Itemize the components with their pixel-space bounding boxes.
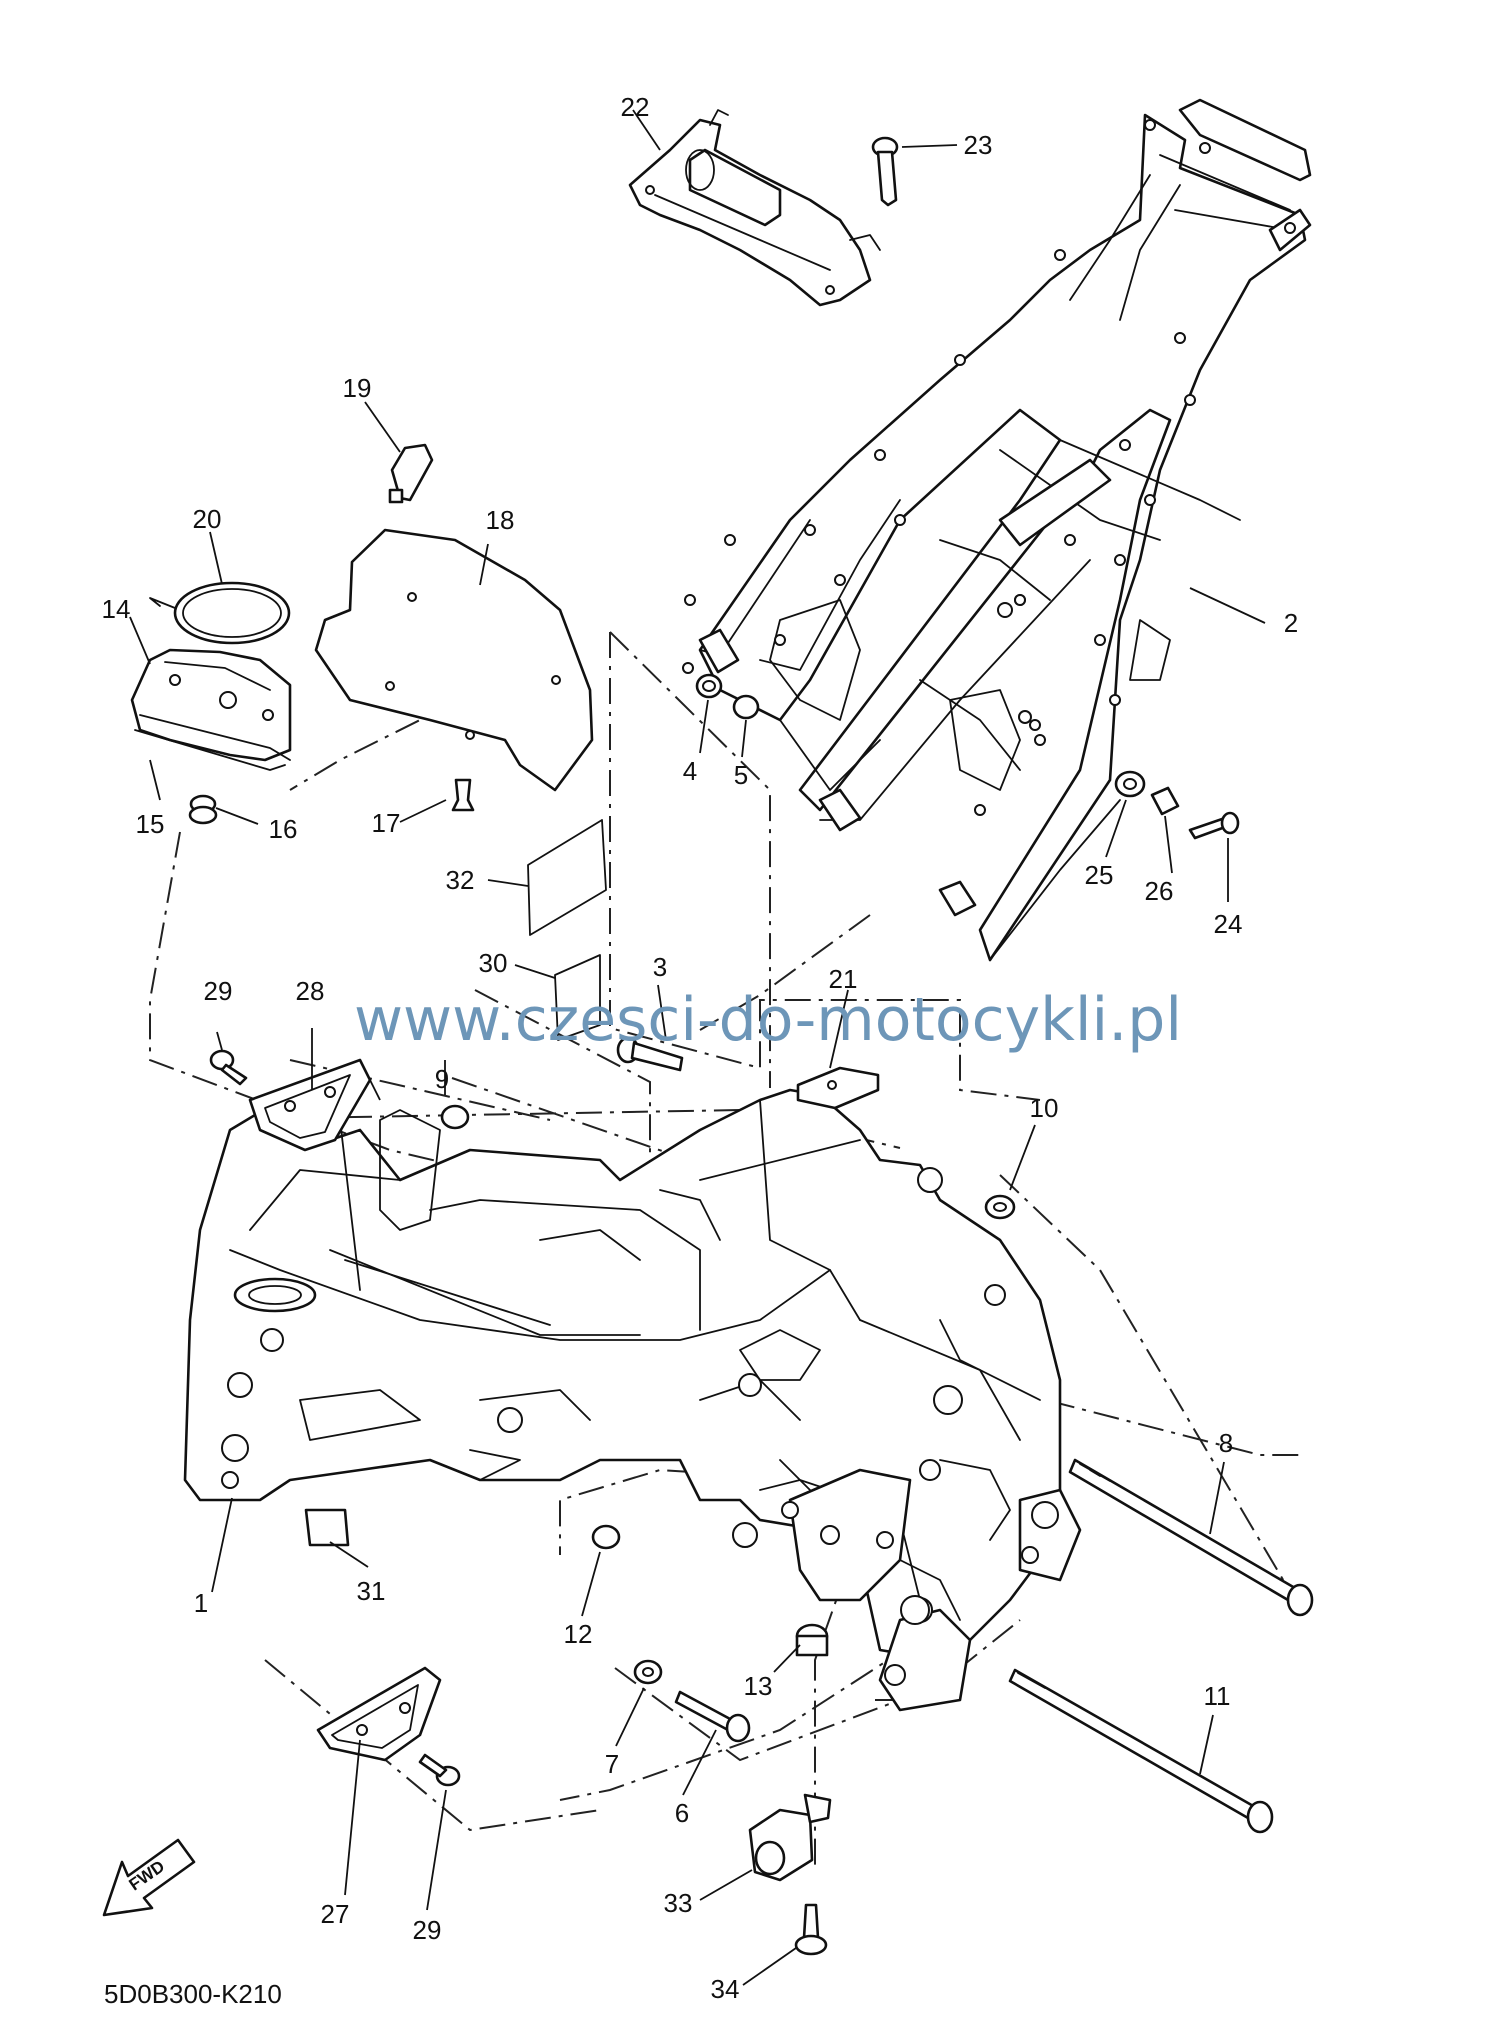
- part-6-bolt: [674, 1690, 751, 1743]
- callout-22: 22: [621, 92, 650, 122]
- callout-23: 23: [964, 130, 993, 160]
- callout-5: 5: [734, 760, 748, 790]
- callout-7: 7: [605, 1749, 619, 1779]
- callout-19: 19: [343, 373, 372, 403]
- rear-subframe: [682, 98, 1312, 962]
- leader-lines: [129, 109, 1266, 1986]
- part-33-bracket: [748, 1793, 832, 1882]
- part-5-nut: [732, 694, 760, 720]
- callout-33: 33: [664, 1888, 693, 1918]
- callout-21: 21: [829, 964, 858, 994]
- callout-26: 26: [1145, 876, 1174, 906]
- part-4-collar: [695, 673, 723, 699]
- bolt-23: [871, 136, 899, 207]
- seat-bracket: [628, 109, 881, 307]
- callout-24: 24: [1214, 909, 1243, 939]
- callout-27: 27: [321, 1899, 350, 1929]
- fwd-arrow-icon: FWD: [102, 1838, 196, 1917]
- part-9-nut: [440, 1104, 470, 1130]
- callout-20: 20: [193, 504, 222, 534]
- callout-3: 3: [653, 952, 667, 982]
- part-19-clip: [388, 443, 434, 504]
- part-12-nut: [591, 1524, 621, 1550]
- part-18-cover: [314, 528, 594, 792]
- callout-14: 14: [102, 594, 131, 624]
- part-8-bolt: [1068, 1458, 1314, 1617]
- part-24-bolt: [1188, 811, 1240, 840]
- part-30-label: [554, 954, 601, 1041]
- callout-16: 16: [269, 814, 298, 844]
- callout-2: 2: [1284, 608, 1298, 638]
- callout-18: 18: [486, 505, 515, 535]
- callout-17: 17: [372, 808, 401, 838]
- part-28-plate: [248, 1058, 372, 1152]
- callouts: 1 2 3 4 5 6 7 8 9 10 11 12 13 14 15 16 1…: [102, 92, 1299, 2004]
- callout-10: 10: [1030, 1093, 1059, 1123]
- part-26-spacer: [1150, 786, 1180, 816]
- callout-29b: 29: [413, 1915, 442, 1945]
- callout-30: 30: [479, 948, 508, 978]
- callout-9: 9: [435, 1064, 449, 1094]
- part-20-ring: [149, 581, 291, 645]
- part-34-bolt: [794, 1903, 828, 1956]
- part-21-clip: [796, 1066, 880, 1110]
- part-29a-screw: [209, 1049, 248, 1086]
- callout-29a: 29: [204, 976, 233, 1006]
- callout-6: 6: [675, 1798, 689, 1828]
- part-14-15-assembly: [130, 648, 292, 771]
- callout-1: 1: [194, 1588, 208, 1618]
- callout-31: 31: [357, 1576, 386, 1606]
- callout-4: 4: [683, 756, 697, 786]
- part-32-label: [527, 819, 607, 936]
- part-27-plate: [316, 1666, 442, 1762]
- part-29b-screw: [418, 1753, 461, 1787]
- callout-15: 15: [136, 809, 165, 839]
- callout-8: 8: [1219, 1428, 1233, 1458]
- part-16-grommet: [188, 794, 218, 825]
- part-11-bolt: [1008, 1668, 1274, 1834]
- main-frame: [183, 1088, 1082, 1712]
- part-13-collar: [795, 1623, 829, 1657]
- part-31-pad: [304, 1508, 350, 1547]
- callout-34: 34: [711, 1974, 740, 2004]
- callout-13: 13: [744, 1671, 773, 1701]
- callout-11: 11: [1204, 1681, 1231, 1711]
- callout-12: 12: [564, 1619, 593, 1649]
- diagram-code: 5D0B300-K210: [104, 1979, 282, 2009]
- watermark: www.czesci-do-motocykli.pl: [354, 985, 1182, 1055]
- callout-28: 28: [296, 976, 325, 1006]
- part-17-rivet: [451, 778, 475, 812]
- callout-32: 32: [446, 865, 475, 895]
- callout-25: 25: [1085, 860, 1114, 890]
- part-3-bolt: [616, 1036, 684, 1072]
- part-25-collar: [1114, 770, 1146, 798]
- part-10-collar: [984, 1194, 1016, 1220]
- part-7-washer: [633, 1659, 663, 1685]
